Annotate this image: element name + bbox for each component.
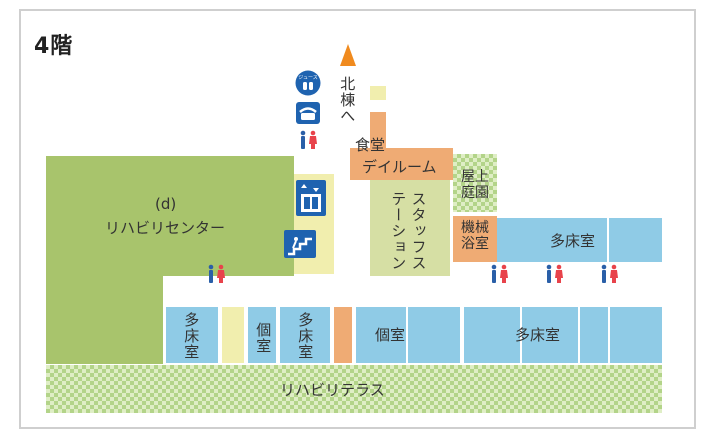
room-divider (406, 307, 408, 363)
east-room-block (497, 218, 662, 262)
mechanical-bath-area (453, 216, 497, 262)
juice-vending-icon: ジュース (295, 70, 321, 96)
restroom-icon (300, 130, 317, 149)
north-passage (370, 112, 386, 152)
restroom-icon (491, 264, 508, 283)
room-divider (607, 218, 609, 262)
dayroom-area (350, 148, 453, 180)
multi-bed-room-block (464, 307, 662, 363)
mechanical-bath-label: 機械浴室 (455, 220, 495, 252)
corridor-gap-1 (222, 307, 244, 363)
north-label: 北棟へ (338, 76, 357, 124)
multi-bed-room-1 (166, 307, 218, 363)
multi-bed-room-3-label: 多床室 (515, 326, 561, 344)
private-room-block (356, 307, 460, 363)
private-room-2-label: 個室 (375, 326, 406, 344)
map-frame (19, 9, 696, 429)
stairs-icon (284, 230, 316, 258)
cafeteria-label: 食堂 (355, 136, 386, 154)
rehab-center-lower (46, 156, 163, 364)
room-divider (520, 307, 522, 363)
rooftop-garden-label: 屋上庭園 (455, 169, 495, 201)
dayroom-label: デイルーム (362, 158, 437, 176)
private-room-1-label: 個室 (254, 322, 273, 354)
rooftop-garden-area (453, 154, 497, 212)
restroom-icon (601, 264, 618, 283)
rehab-terrace-area (46, 365, 662, 413)
elevator-icon (296, 180, 326, 216)
juice-icon-text: ジュース (298, 75, 317, 81)
corridor-gap-2 (334, 307, 352, 363)
mechanical-bath-text: 機械浴室 (461, 220, 489, 253)
multi-bed-room-2 (280, 307, 330, 363)
multi-bed-room-2-label: 多床室 (296, 312, 315, 360)
north-arrow-icon (340, 44, 356, 66)
staff-station-label: スタッフステーション (389, 191, 428, 271)
floor-title: 4階 (34, 34, 74, 59)
telephone-icon (296, 102, 320, 124)
north-corridor-marker (370, 86, 386, 100)
room-divider (578, 307, 580, 363)
private-room-1 (248, 307, 276, 363)
restroom-icon (546, 264, 563, 283)
rehab-terrace-label: リハビリテラス (280, 381, 385, 399)
rehab-center-marker: (d) (155, 195, 177, 213)
room-divider (608, 307, 610, 363)
east-multi-bed-room-label: 多床室 (550, 232, 596, 250)
multi-bed-room-1-label: 多床室 (182, 312, 201, 360)
staff-station-area (370, 180, 450, 276)
rehab-center-label: リハビリセンター (105, 219, 226, 237)
rooftop-garden-text: 屋上庭園 (461, 169, 489, 202)
restroom-icon (208, 264, 225, 283)
